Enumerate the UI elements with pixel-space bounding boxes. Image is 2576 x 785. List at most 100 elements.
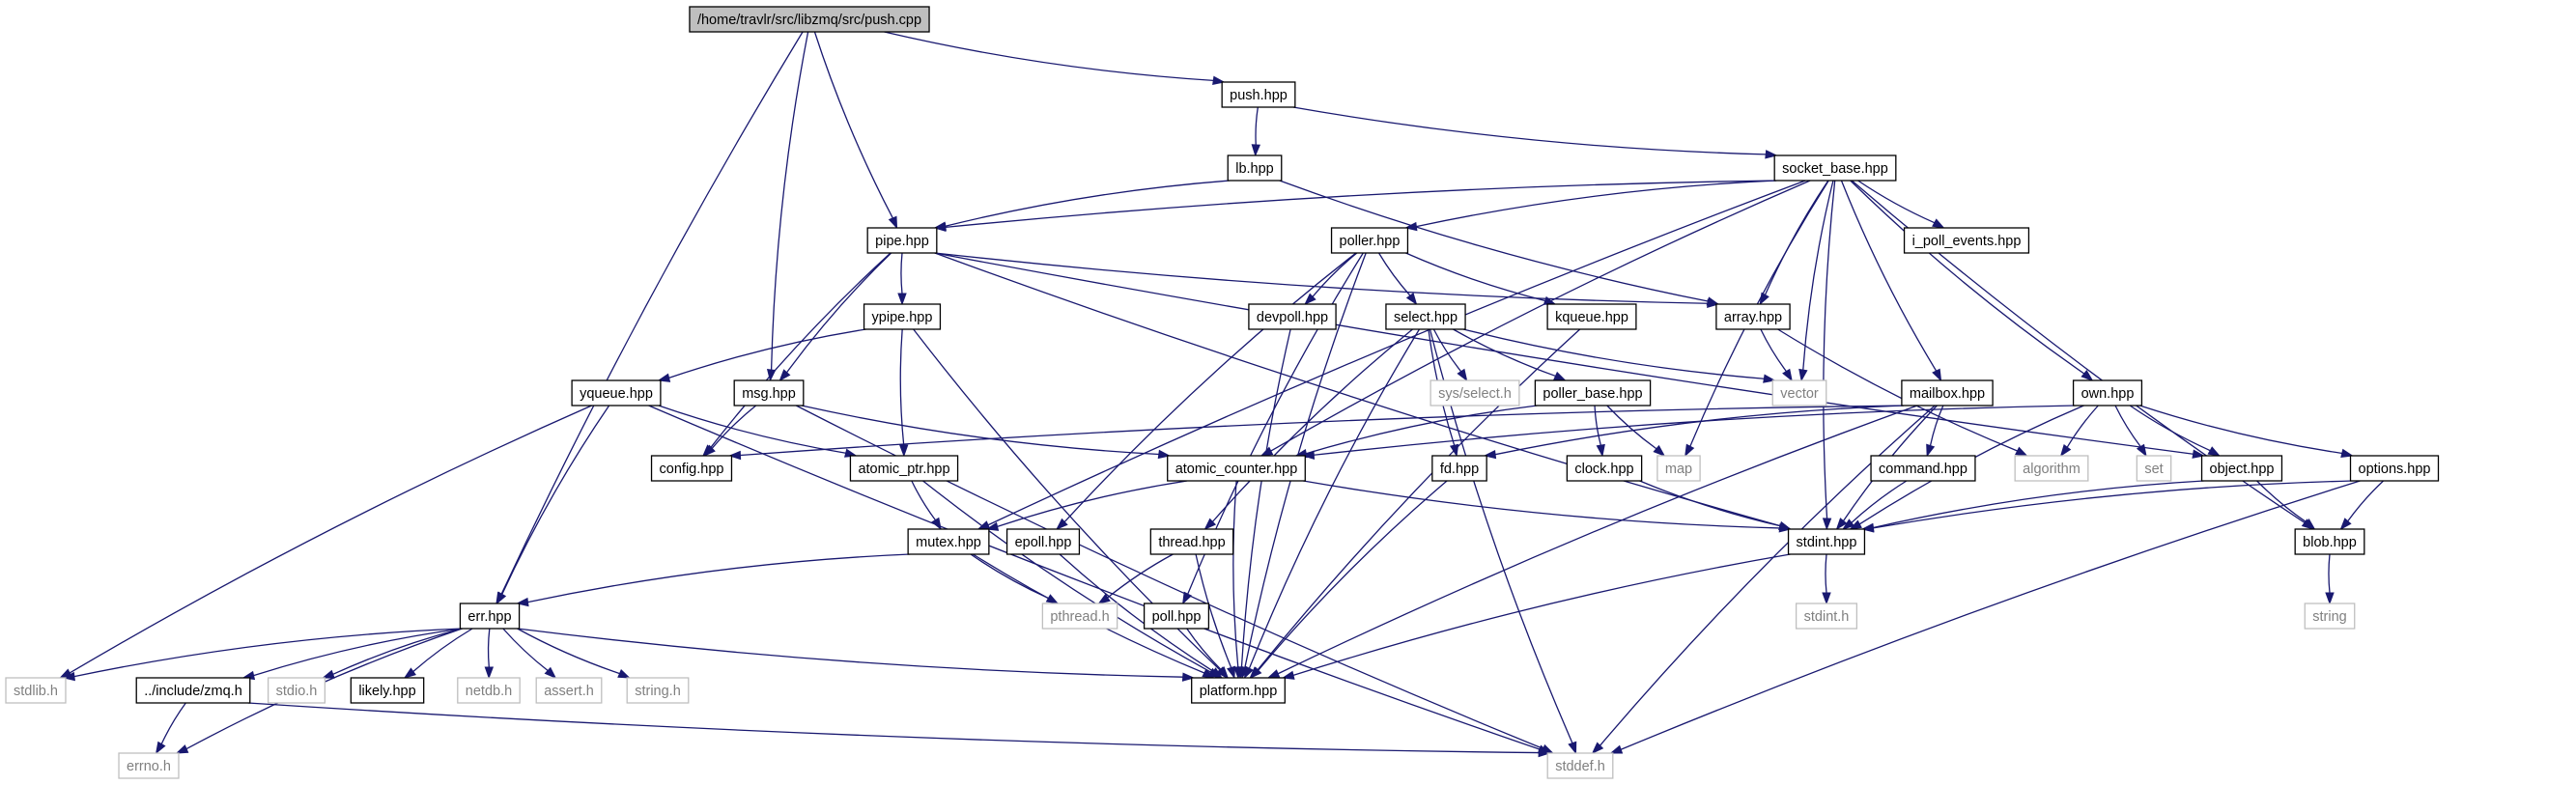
node-err-hpp[interactable]: err.hpp: [459, 603, 521, 630]
edge-yqueue-hpp-to-stdlib-h: [69, 405, 592, 674]
node-platform-hpp[interactable]: platform.hpp: [1191, 677, 1286, 704]
edge-arrowhead: [1538, 747, 1551, 758]
edge-arrowhead: [1568, 741, 1577, 755]
node-likely-hpp[interactable]: likely.hpp: [350, 677, 425, 704]
node-push-hpp[interactable]: push.hpp: [1221, 81, 1296, 108]
edge-pipe-hpp-to-object-hpp: [934, 252, 2194, 455]
edge-arrowhead: [1243, 665, 1254, 680]
edge-arrowhead: [544, 666, 557, 680]
edge-yqueue-hpp-to-atomic-ptr-hpp: [658, 405, 846, 454]
node-poller-hpp[interactable]: poller.hpp: [1330, 227, 1409, 254]
node-label: netdb.h: [466, 684, 512, 699]
node-label: poll.hpp: [1152, 609, 1202, 625]
edge-pipe-hpp-to-ypipe-hpp: [900, 252, 903, 294]
edge-poller-hpp-to-devpoll-hpp: [1312, 252, 1358, 297]
node-label: set: [2144, 462, 2163, 477]
node-poller-base-hpp[interactable]: poller_base.hpp: [1534, 379, 1652, 407]
edge-err-hpp-to-string-h: [517, 628, 620, 675]
edge-arrowhead: [1260, 446, 1274, 457]
node-own-hpp[interactable]: own.hpp: [2072, 379, 2143, 407]
node-lb-hpp[interactable]: lb.hpp: [1227, 154, 1283, 182]
edge-poller-base-hpp-to-map: [1606, 405, 1657, 450]
edge-arrowhead: [1202, 668, 1215, 679]
edge-arrowhead: [155, 741, 166, 755]
node-socket-base-hpp[interactable]: socket_base.hpp: [1773, 154, 1897, 182]
edge-arrowhead: [62, 671, 75, 682]
node-object-hpp[interactable]: object.hpp: [2200, 455, 2283, 482]
edge-arrowhead: [2136, 443, 2147, 458]
node-yqueue-hpp[interactable]: yqueue.hpp: [571, 379, 662, 407]
edge-socket-base-hpp-to-atomic-counter-hpp: [1270, 180, 1811, 452]
node-thread-hpp[interactable]: thread.hpp: [1149, 528, 1234, 555]
edge-arrowhead: [657, 373, 671, 382]
node-epoll-hpp[interactable]: epoll.hpp: [1005, 528, 1081, 555]
edge-socket-base-hpp-to-pipe-hpp: [945, 180, 1777, 229]
edge-arrowhead: [1822, 592, 1831, 605]
edge-arrowhead: [1212, 75, 1226, 85]
node-clock-hpp[interactable]: clock.hpp: [1566, 455, 1643, 482]
edge-arrowhead: [1778, 520, 1792, 530]
edge-pipe-hpp-to-msg-hpp: [786, 252, 892, 374]
edge-arrowhead: [321, 669, 335, 679]
node-options-hpp[interactable]: options.hpp: [2349, 455, 2440, 482]
node-atomic-counter-hpp[interactable]: atomic_counter.hpp: [1167, 455, 1306, 482]
edge-arrowhead: [888, 215, 898, 230]
node-push-cpp[interactable]: /home/travlr/src/libzmq/src/push.cpp: [689, 6, 930, 33]
node-label: pthread.h: [1050, 609, 1109, 625]
edge-own-hpp-to-options-hpp: [2139, 405, 2342, 455]
node-fd-hpp[interactable]: fd.hpp: [1431, 455, 1487, 482]
node-label: assert.h: [544, 684, 594, 699]
node-ypipe-hpp[interactable]: ypipe.hpp: [863, 303, 942, 330]
edge-ypipe-hpp-to-yqueue-hpp: [668, 328, 866, 378]
node-stdint-hpp[interactable]: stdint.hpp: [1787, 528, 1866, 555]
edge-arrowhead: [727, 450, 742, 461]
node-kqueue-hpp[interactable]: kqueue.hpp: [1546, 303, 1637, 330]
node-label: /home/travlr/src/libzmq/src/push.cpp: [697, 13, 921, 28]
edge-arrowhead: [1249, 666, 1262, 680]
node-poll-hpp[interactable]: poll.hpp: [1143, 603, 1210, 630]
edge-arrowhead: [2207, 446, 2222, 457]
node-set: set: [2136, 455, 2172, 482]
edge-push-hpp-to-socket-base-hpp: [1292, 106, 1767, 155]
edge-arrowhead: [175, 744, 189, 754]
node-array-hpp[interactable]: array.hpp: [1715, 303, 1791, 330]
edge-select-hpp-to-poller-base-hpp: [1453, 328, 1556, 378]
edge-arrowhead: [1591, 742, 1604, 755]
node-include-zmq-h[interactable]: ../include/zmq.h: [135, 677, 251, 704]
node-label: epoll.hpp: [1015, 535, 1072, 550]
node-mutex-hpp[interactable]: mutex.hpp: [907, 528, 990, 555]
edge-mailbox-hpp-to-platform-hpp: [1277, 405, 1918, 675]
node-errno-h: errno.h: [118, 752, 180, 779]
edge-lb-hpp-to-pipe-hpp: [945, 180, 1231, 227]
node-pipe-hpp[interactable]: pipe.hpp: [866, 227, 938, 254]
node-config-hpp[interactable]: config.hpp: [650, 455, 733, 482]
node-label: options.hpp: [2359, 462, 2431, 477]
edge-arrowhead: [1926, 443, 1936, 458]
edge-mailbox-hpp-to-config-hpp: [740, 405, 1904, 457]
edge-arrowhead: [1798, 368, 1808, 382]
node-blob-hpp[interactable]: blob.hpp: [2294, 528, 2365, 555]
edge-include-zmq-h-to-errno-h: [160, 702, 186, 744]
node-label: vector: [1780, 386, 1819, 402]
node-label: msg.hpp: [742, 386, 796, 402]
node-atomic-ptr-hpp[interactable]: atomic_ptr.hpp: [849, 455, 959, 482]
node-devpoll-hpp[interactable]: devpoll.hpp: [1248, 303, 1337, 330]
edge-arrowhead: [1543, 295, 1557, 305]
node-select-hpp[interactable]: select.hpp: [1385, 303, 1466, 330]
node-msg-hpp[interactable]: msg.hpp: [733, 379, 805, 407]
edge-arrowhead: [1217, 666, 1230, 680]
node-command-hpp[interactable]: command.hpp: [1870, 455, 1976, 482]
edge-arrowhead: [1765, 150, 1778, 159]
node-assert-h: assert.h: [535, 677, 603, 704]
node-label: poller.hpp: [1340, 234, 1401, 249]
edge-arrowhead: [985, 521, 1000, 531]
node-mailbox-hpp[interactable]: mailbox.hpp: [1901, 379, 1994, 407]
node-sys-select-h: sys/select.h: [1430, 379, 1520, 407]
node-label: atomic_ptr.hpp: [858, 462, 949, 477]
edge-arrowhead: [1822, 518, 1832, 531]
edge-socket-base-hpp-to-poller-hpp: [1416, 180, 1777, 228]
edge-arrowhead: [1932, 218, 1945, 229]
edge-err-hpp-to-netdb-h: [487, 628, 491, 668]
edge-array-hpp-to-vector: [1760, 328, 1787, 372]
node-i-poll-events-hpp[interactable]: i_poll_events.hpp: [1903, 227, 2030, 254]
